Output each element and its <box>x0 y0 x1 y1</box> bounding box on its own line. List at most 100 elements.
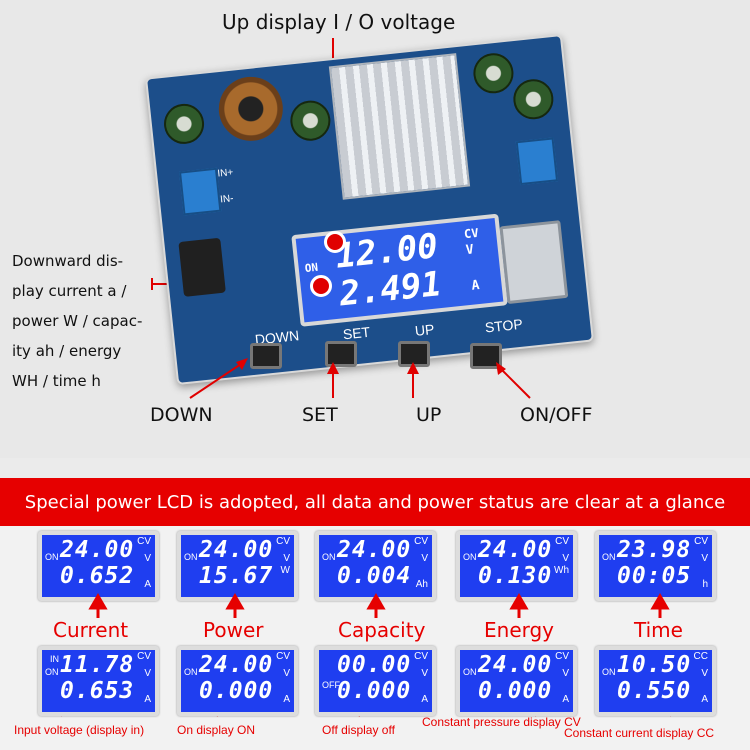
lcd-line2: 0.004 <box>337 563 412 589</box>
lcd-line1: 11.78 <box>60 652 135 678</box>
lcd-status: ON <box>184 667 198 677</box>
lcd-off-example: OFF 00.00 CV V 0.000 A <box>315 646 436 716</box>
note-off-display: Off display off <box>322 723 395 737</box>
left-callout-line: play current a / <box>12 282 127 300</box>
note-on-display: On display ON <box>177 723 256 737</box>
lcd-unit-cv: CV <box>137 651 151 662</box>
left-callout-line: WH / time h <box>12 372 101 390</box>
left-callout: Downward dis- play current a / power W /… <box>12 246 142 396</box>
voltage-marker <box>324 231 346 253</box>
note-constant-pressure: Constant pressure display CV <box>422 715 581 729</box>
lcd-unit2: A <box>562 694 569 705</box>
up-button[interactable] <box>398 341 430 367</box>
lcd-status: ON <box>45 667 59 677</box>
lcd-unit2: A <box>144 694 151 705</box>
set-button[interactable] <box>325 341 357 367</box>
lcd-capacity-example: ON 24.00 CV V 0.004 Ah <box>315 531 436 601</box>
lcd-unit-v: V <box>283 668 290 679</box>
lcd-line1: 23.98 <box>617 537 692 563</box>
lcd-cc-example: ON 10.50 CC V 0.550 A <box>595 646 716 716</box>
lcd-unit2: A <box>421 694 428 705</box>
lcd-status: ON <box>45 552 59 562</box>
feature-banner: Special power LCD is adopted, all data a… <box>0 478 750 526</box>
lcd-unit-v: V <box>421 668 428 679</box>
lcd-unit-v: V <box>144 668 151 679</box>
lcd-unit-cv: CV <box>555 651 569 662</box>
category-energy: Energy <box>484 618 555 642</box>
lcd-cv-example: ON 24.00 CV V 0.000 A <box>456 646 577 716</box>
product-photo: Up display I / O voltage Downward dis- p… <box>12 10 595 426</box>
lcd-unit2: A <box>144 579 151 590</box>
lcd-line1: 24.00 <box>60 537 135 563</box>
left-callout-line: ity ah / energy <box>12 342 122 360</box>
lcd-unit-cv: CV <box>276 651 290 662</box>
lcd-on-example: ON 24.00 CV V 0.000 A <box>177 646 298 716</box>
lcd-unit-v: V <box>562 668 569 679</box>
note-constant-current: Constant current display CC <box>564 726 715 740</box>
lcd-status: ON <box>463 552 477 562</box>
lcd-line2: 0.000 <box>337 678 412 704</box>
current-marker <box>310 275 332 297</box>
category-time: Time <box>634 618 683 642</box>
lcd-energy-example: ON 24.00 CV V 0.130 Wh <box>456 531 577 601</box>
category-capacity: Capacity <box>338 618 426 642</box>
lcd-unit-cv: CV <box>414 536 428 547</box>
lcd-unit-cc: CC <box>693 651 708 662</box>
lcd-unit-cv: CV <box>555 536 569 547</box>
lcd-unit-v: V <box>421 553 428 564</box>
lcd-line2: 15.67 <box>199 563 274 589</box>
top-callout: Up display I / O voltage <box>222 10 456 34</box>
lcd-unit2: W <box>280 565 290 576</box>
lcd-line2: 0.653 <box>60 678 135 704</box>
lcd-status: ON <box>463 667 477 677</box>
control-label-up: UP <box>416 404 442 426</box>
lcd-current-example: ON 24.00 CV V 0.652 A <box>38 531 159 601</box>
lcd-unit-v: V <box>144 553 151 564</box>
lcd-unit2: A <box>701 694 708 705</box>
lcd-status-in: IN <box>50 654 59 664</box>
control-label-onoff: ON/OFF <box>520 404 593 426</box>
lcd-unit-v: V <box>701 553 708 564</box>
lcd-unit-cv: CV <box>137 536 151 547</box>
down-button[interactable] <box>250 343 282 369</box>
lcd-line1: 24.00 <box>199 652 274 678</box>
lcd-unit-cv: CV <box>276 536 290 547</box>
category-current: Current <box>53 618 129 642</box>
lcd-unit2: Ah <box>415 579 428 590</box>
category-power: Power <box>203 618 264 642</box>
note-input-voltage: Input voltage (display in) <box>14 723 145 737</box>
lcd-line2: 0.000 <box>478 678 553 704</box>
lcd-line1: 24.00 <box>478 537 553 563</box>
lcd-unit2: Wh <box>554 565 569 576</box>
lcd-unit-v: V <box>562 553 569 564</box>
lcd-line2: 00:05 <box>617 563 692 589</box>
lcd-unit2: h <box>702 579 708 590</box>
lcd-line1: 10.50 <box>617 652 692 678</box>
lcd-status: ON <box>602 667 616 677</box>
lcd-unit-v: V <box>283 553 290 564</box>
lcd-line2: 0.550 <box>617 678 692 704</box>
lcd-status: ON <box>602 552 616 562</box>
lcd-unit2: A <box>283 694 290 705</box>
lcd-status: ON <box>322 552 336 562</box>
lcd-line2: 0.652 <box>60 563 135 589</box>
lcd-input-voltage-example: IN ON 11.78 CV V 0.653 A <box>38 646 159 716</box>
lcd-status: OFF <box>322 680 340 690</box>
lcd-line1: 24.00 <box>199 537 274 563</box>
lcd-line1: 24.00 <box>337 537 412 563</box>
control-arrows <box>189 358 531 399</box>
lcd-power-example: ON 24.00 CV V 15.67 W <box>177 531 298 601</box>
lcd-line2: 0.130 <box>478 563 553 589</box>
lcd-line1: 24.00 <box>478 652 553 678</box>
lcd-time-example: ON 23.98 CV V 00:05 h <box>595 531 716 601</box>
lcd-line1: 00.00 <box>337 652 412 678</box>
lcd-unit-v: V <box>701 668 708 679</box>
lcd-unit-cv: CV <box>694 536 708 547</box>
lcd-status: ON <box>184 552 198 562</box>
control-label-down: DOWN <box>150 404 213 426</box>
control-label-set: SET <box>302 404 338 426</box>
lcd-unit-cv: CV <box>414 651 428 662</box>
left-callout-line: power W / capac- <box>12 312 143 330</box>
lcd-line2: 0.000 <box>199 678 274 704</box>
left-callout-line: Downward dis- <box>12 252 124 270</box>
